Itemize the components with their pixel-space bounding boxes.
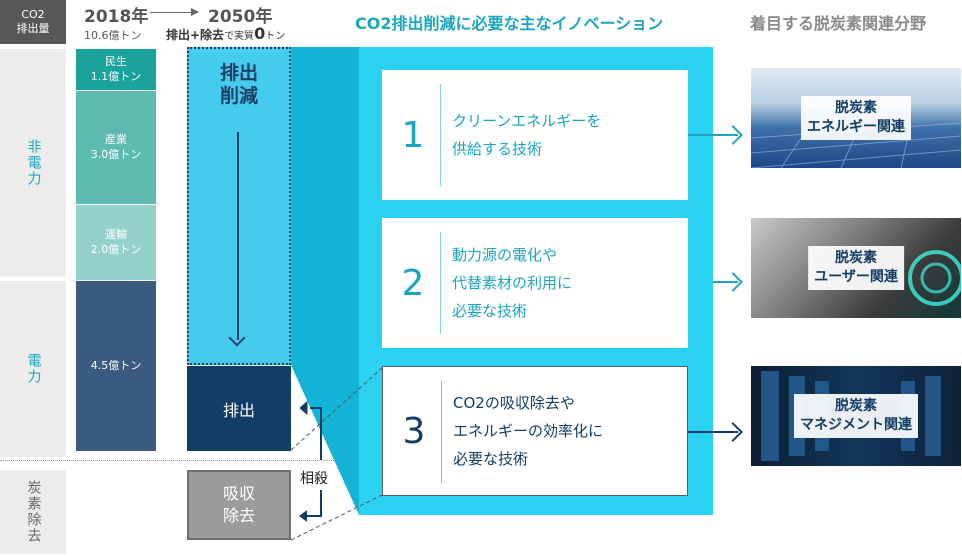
co2-header-line2: 排出量 <box>16 22 50 35</box>
cut-label-line2: 削減 <box>219 85 258 107</box>
emission-cut-label: 排出 削減 <box>187 62 291 108</box>
photo-ev-charging: 脱炭素 ユーザー関連 <box>751 218 961 318</box>
down-arrow-icon <box>237 132 239 340</box>
bar-value-label: 4.5億トン <box>90 359 142 373</box>
emission-cut-box <box>187 47 291 365</box>
offset-arrow-top <box>310 407 322 460</box>
bar-value-label: 3.0億トン <box>90 148 142 162</box>
caption-tail: トン <box>265 31 286 42</box>
card-line: クリーンエネルギーを <box>452 112 602 130</box>
power-label: 電力 <box>25 353 42 385</box>
year-2018: 2018年 <box>84 7 149 27</box>
co2-header-line1: CO2 <box>21 8 45 21</box>
dashed-connector-bottom <box>290 494 383 541</box>
total-2018: 10.6億トン <box>84 29 142 42</box>
absorb-line2: 除去 <box>222 506 255 525</box>
arrow-right-icon <box>688 134 738 136</box>
caption-bold: 排出+除去 <box>166 28 225 42</box>
co2-emission-header: CO2 排出量 <box>0 0 66 44</box>
photo-server-room: 脱炭素 マネジメント関連 <box>751 366 961 466</box>
card-number: 3 <box>402 410 426 452</box>
panel-slant-shape <box>291 47 359 515</box>
card-line: 代替素材の利用に <box>452 274 573 292</box>
divider-line <box>0 460 360 461</box>
carbon-removal-label-col: 炭素除去 <box>0 470 66 554</box>
year-2050: 2050年 <box>208 7 273 27</box>
focus-title: 着目する脱炭素関連分野 <box>750 14 927 33</box>
card-number: 2 <box>401 262 425 304</box>
arrow-right-icon <box>713 281 738 283</box>
panel-slant-svg <box>291 47 359 515</box>
focus-label: 脱炭素 マネジメント関連 <box>794 394 918 438</box>
carbon-removal-label: 炭素除去 <box>25 480 42 544</box>
innovation-title: CO2排出削減に必要な主なイノベーション <box>355 14 664 33</box>
card-number: 1 <box>401 114 425 156</box>
bar-value-label: 1.1億トン <box>90 70 142 84</box>
non-power-label: 非電力 <box>25 139 42 187</box>
power-label-col: 電力 <box>0 281 66 457</box>
bar-category-label: 民生 <box>105 55 127 69</box>
offset-arrowhead-bottom <box>299 510 307 522</box>
card-line: 供給する技術 <box>452 140 543 158</box>
card-line: エネルギーの効率化に <box>453 422 604 440</box>
arrow-right-icon <box>688 431 738 433</box>
bar-segment-3: 4.5億トン <box>76 280 156 451</box>
emission-box: 排出 <box>187 366 291 451</box>
non-power-label-col: 非電力 <box>0 49 66 277</box>
innovation-card-2: 2 動力源の電化や 代替素材の利用に 必要な技術 <box>382 218 688 348</box>
offset-label: 相殺 <box>300 471 328 487</box>
absorption-box: 吸収 除去 <box>187 470 291 540</box>
focus-label: 脱炭素 エネルギー関連 <box>801 96 911 140</box>
bar-category-label: 運輸 <box>105 228 127 242</box>
bar-value-label: 2.0億トン <box>90 243 142 257</box>
card-text: CO2の吸収除去や エネルギーの効率化に 必要な技術 <box>453 367 683 495</box>
cut-label-line1: 排出 <box>219 62 258 84</box>
card-line: 必要な技術 <box>453 450 529 468</box>
card-divider <box>441 381 442 483</box>
caption-zero: 0 <box>254 24 266 43</box>
ev-charging-image <box>908 250 961 306</box>
innovation-card-3: 3 CO2の吸収除去や エネルギーの効率化に 必要な技術 <box>382 366 688 496</box>
card-divider <box>440 84 441 186</box>
caption-mid: で実質 <box>224 31 255 42</box>
bar-category-label: 産業 <box>105 133 127 147</box>
focus-label: 脱炭素 ユーザー関連 <box>808 246 904 290</box>
card-line: 必要な技術 <box>452 302 528 320</box>
card-line: 動力源の電化や <box>452 246 558 264</box>
offset-arrow-bottom <box>307 490 322 517</box>
card-text: 動力源の電化や 代替素材の利用に 必要な技術 <box>452 218 682 348</box>
year-arrow-icon <box>150 8 199 16</box>
photo-solar-panels: 脱炭素 エネルギー関連 <box>751 68 961 168</box>
year-2050-caption: 排出+除去で実質0トン <box>166 24 285 43</box>
absorb-line1: 吸収 <box>222 484 255 503</box>
card-divider <box>440 232 441 334</box>
offset-arrows-svg <box>290 367 383 541</box>
card-text: クリーンエネルギーを 供給する技術 <box>452 70 682 200</box>
innovation-card-1: 1 クリーンエネルギーを 供給する技術 <box>382 70 688 200</box>
card-line: CO2の吸収除去や <box>453 394 575 412</box>
